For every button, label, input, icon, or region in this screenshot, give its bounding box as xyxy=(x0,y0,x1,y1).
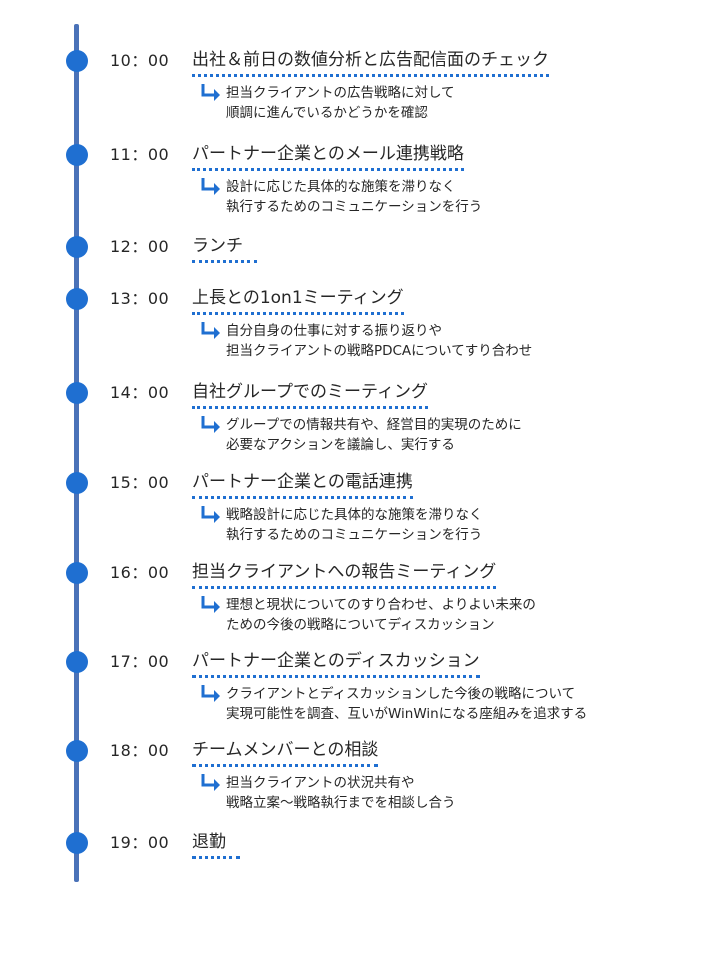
timeline-dot xyxy=(66,144,88,166)
timeline-dot xyxy=(66,236,88,258)
entry-title: 自社グループでのミーティング xyxy=(192,381,428,409)
turn-right-arrow-icon xyxy=(201,506,220,523)
entry-title: パートナー企業との電話連携 xyxy=(192,471,413,499)
detail-line: 担当クライアントの戦略PDCAについてすり合わせ xyxy=(226,343,533,359)
detail-line: 順調に進んでいるかどうかを確認 xyxy=(226,105,428,121)
turn-right-arrow-icon xyxy=(201,774,220,791)
entry-time: 14：00 xyxy=(110,383,170,402)
entry-title: 上長との1on1ミーティング xyxy=(192,287,404,315)
entry-time: 17：00 xyxy=(110,652,170,671)
turn-right-arrow-icon xyxy=(201,84,220,101)
entry-time: 19：00 xyxy=(110,833,170,852)
detail-line: 戦略設計に応じた具体的な施策を滞りなく xyxy=(226,507,483,523)
timeline-dot xyxy=(66,288,88,310)
turn-right-arrow-icon xyxy=(201,322,220,339)
detail-line: クライアントとディスカッションした今後の戦略について xyxy=(226,686,576,702)
entry-time: 11：00 xyxy=(110,145,170,164)
timeline-dot xyxy=(66,651,88,673)
entry-time: 13：00 xyxy=(110,289,170,308)
detail-line: 実現可能性を調査、互いがWinWinになる座組みを追求する xyxy=(226,706,588,722)
entry-time: 16：00 xyxy=(110,563,170,582)
detail-line: 執行するためのコミュニケーションを行う xyxy=(226,527,483,543)
detail-line: 担当クライアントの広告戦略に対して xyxy=(226,85,455,101)
turn-right-arrow-icon xyxy=(201,596,220,613)
entry-time: 10：00 xyxy=(110,51,170,70)
timeline-dot xyxy=(66,562,88,584)
entry-title: 退勤 xyxy=(192,831,240,859)
entry-title: 担当クライアントへの報告ミーティング xyxy=(192,561,497,589)
timeline-dot xyxy=(66,382,88,404)
detail-line: ための今後の戦略についてディスカッション xyxy=(226,617,495,633)
timeline-dot xyxy=(66,832,88,854)
entry-time: 18：00 xyxy=(110,741,170,760)
entry-time: 15：00 xyxy=(110,473,170,492)
entry-time: 12：00 xyxy=(110,237,170,256)
timeline-line xyxy=(74,24,79,882)
detail-line: グループでの情報共有や、経営目的実現のために xyxy=(226,417,522,433)
timeline-dot xyxy=(66,740,88,762)
entry-title: パートナー企業とのディスカッション xyxy=(192,650,480,678)
entry-title: ランチ xyxy=(192,235,257,263)
turn-right-arrow-icon xyxy=(201,685,220,702)
detail-line: 執行するためのコミュニケーションを行う xyxy=(226,199,483,215)
timeline-dot xyxy=(66,50,88,72)
detail-line: 自分自身の仕事に対する振り返りや xyxy=(226,323,442,339)
detail-line: 必要なアクションを議論し、実行する xyxy=(226,437,455,453)
timeline-dot xyxy=(66,472,88,494)
turn-right-arrow-icon xyxy=(201,416,220,433)
entry-title: 出社＆前日の数値分析と広告配信面のチェック xyxy=(192,49,549,77)
turn-right-arrow-icon xyxy=(201,178,220,195)
entry-title: パートナー企業とのメール連携戦略 xyxy=(192,143,464,171)
entry-title: チームメンバーとの相談 xyxy=(192,739,379,767)
detail-line: 設計に応じた具体的な施策を滞りなく xyxy=(226,179,456,195)
detail-line: 担当クライアントの状況共有や xyxy=(226,775,415,791)
detail-line: 理想と現状についてのすり合わせ、よりよい未来の xyxy=(226,597,536,613)
detail-line: 戦略立案～戦略執行までを相談し合う xyxy=(226,795,456,811)
